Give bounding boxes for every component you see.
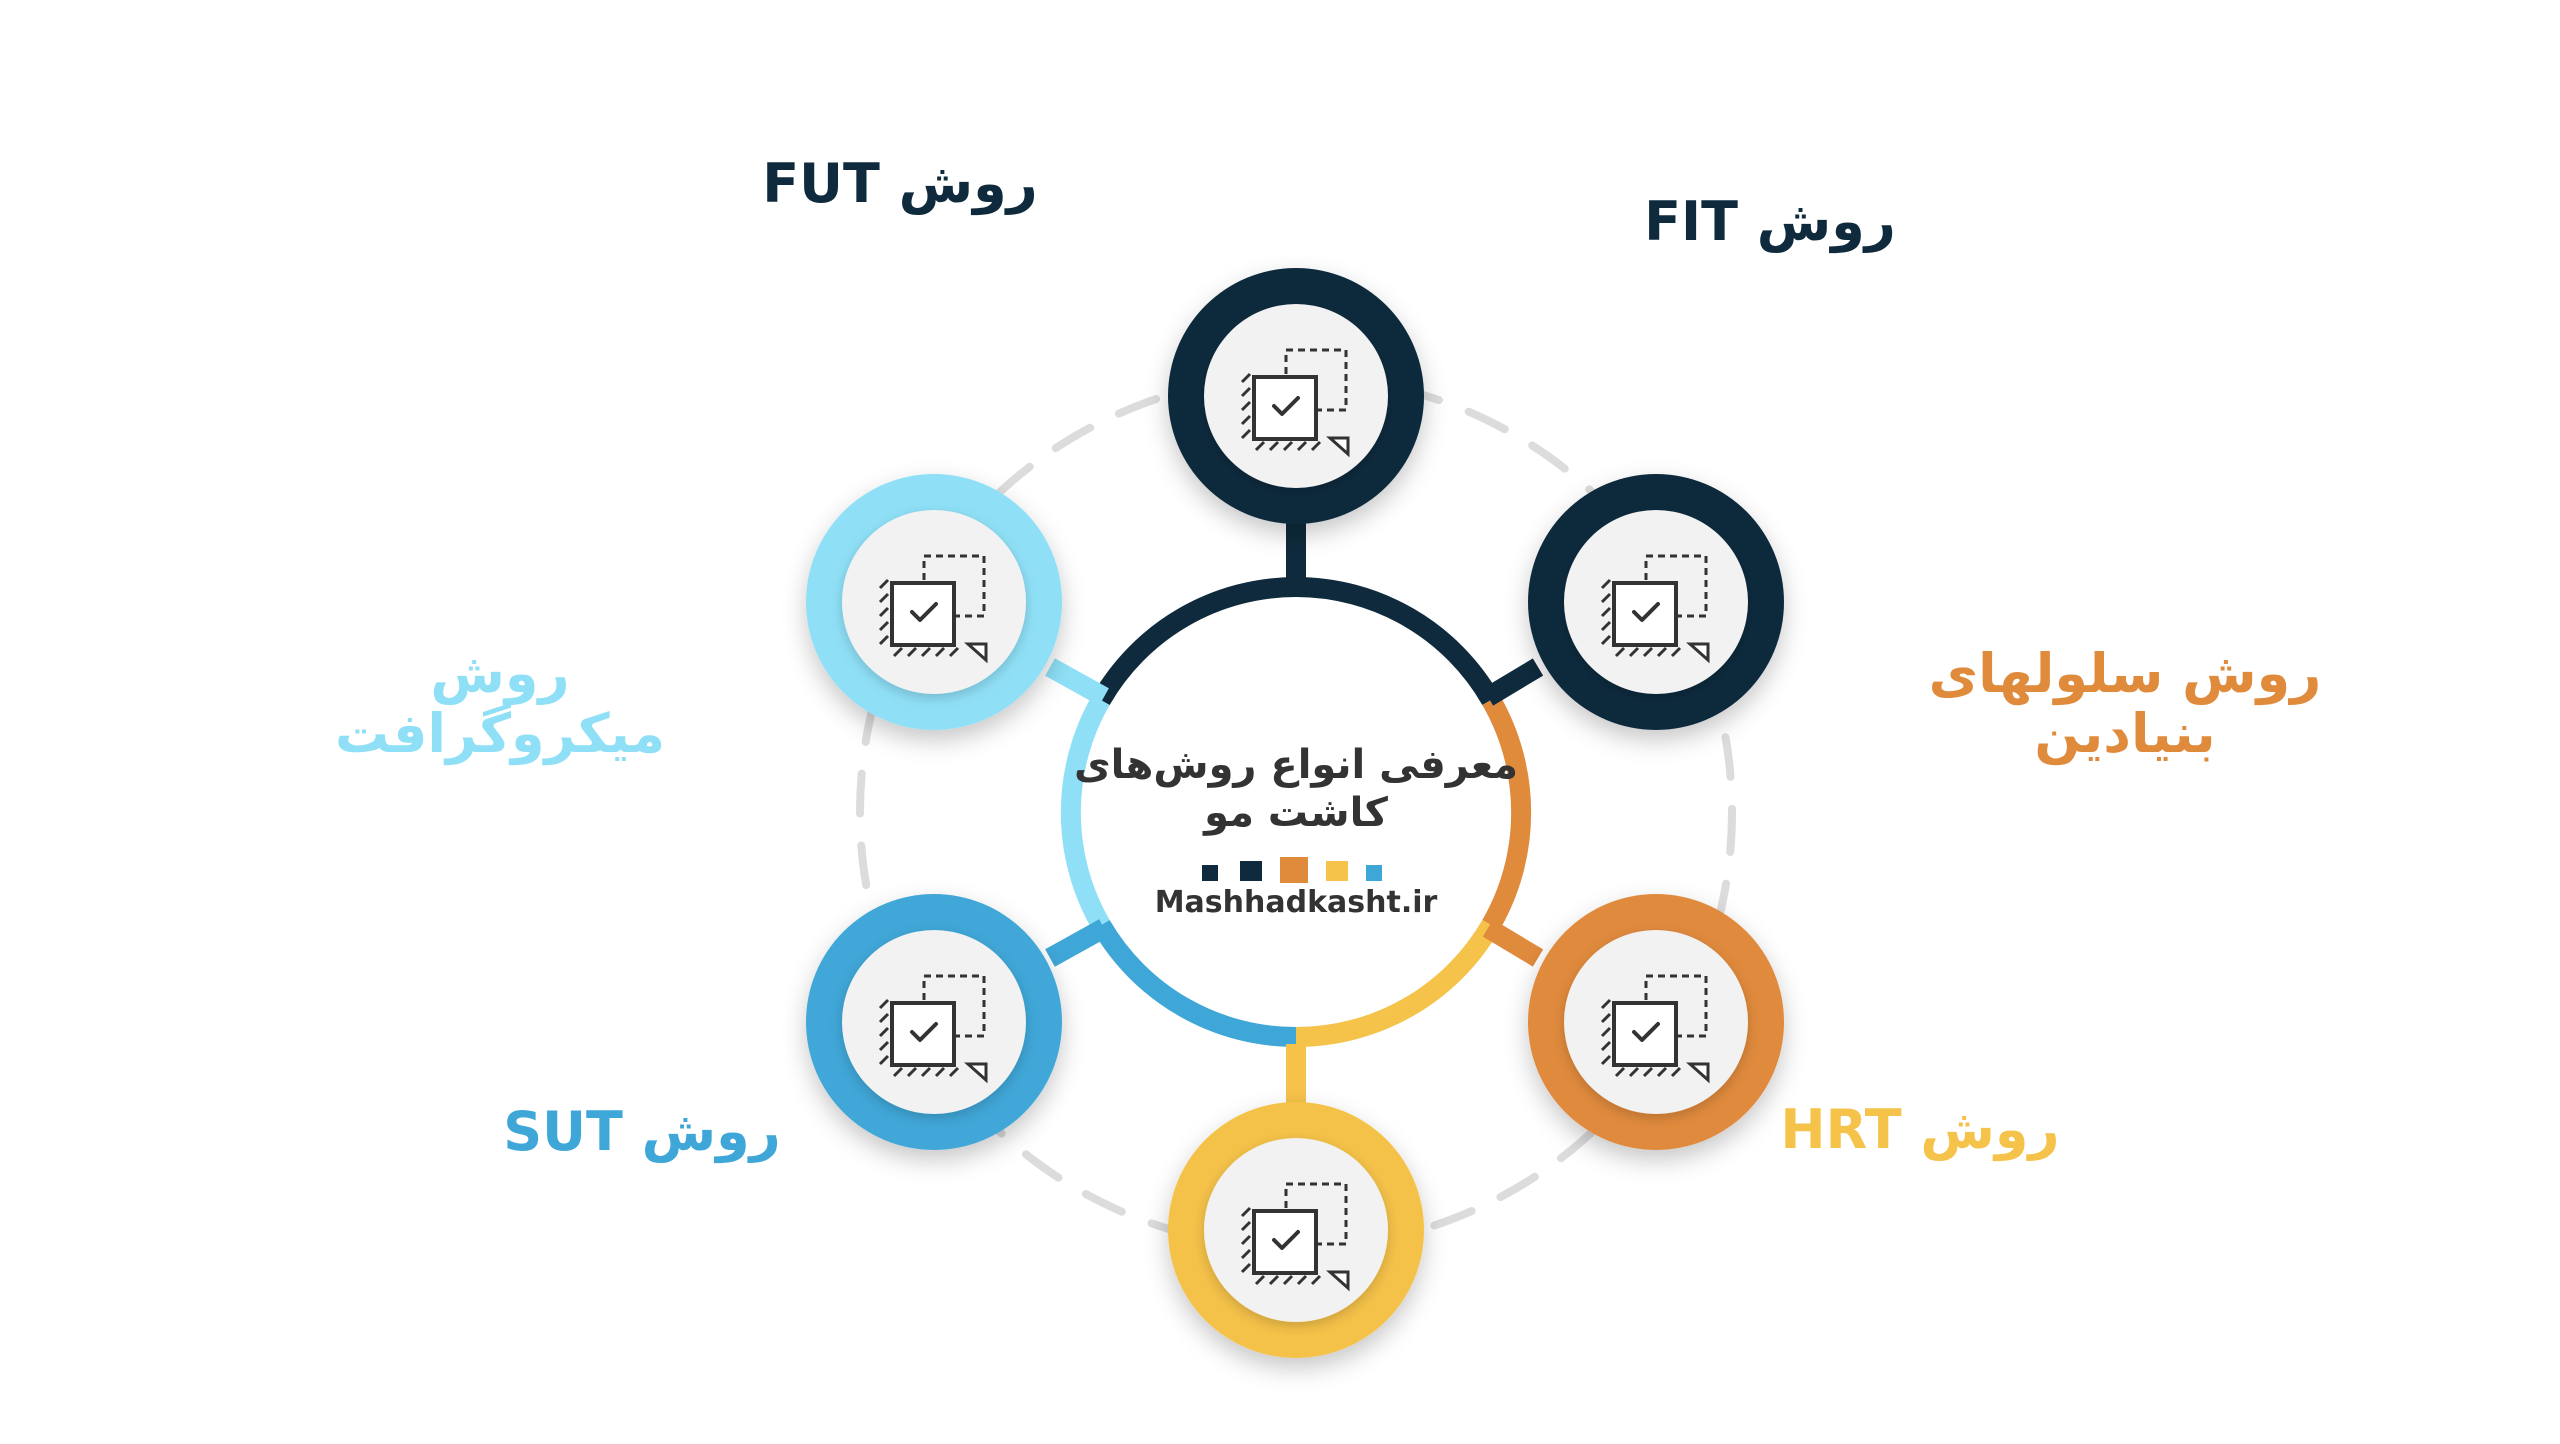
swatch: [1326, 861, 1348, 881]
node-stem-cells[interactable]: [1528, 894, 1784, 1150]
swatch: [1202, 865, 1218, 881]
node-micrograft[interactable]: [806, 474, 1062, 730]
connector-fit: [1482, 658, 1544, 706]
swatch: [1366, 865, 1382, 881]
connector-sut: [1045, 919, 1109, 967]
ring-segment-fut: [1092, 577, 1297, 706]
swatch: [1280, 857, 1308, 883]
label-micrograft-line1: روش: [430, 642, 569, 705]
node-fut[interactable]: [1168, 268, 1424, 524]
label-micrograft-line2: میکروگرافت: [335, 702, 665, 765]
center-title-line2: کاشت مو: [1202, 790, 1388, 836]
center-disc: [1084, 600, 1508, 1024]
ring-segment-sut: [1092, 919, 1297, 1048]
connectors: [1045, 520, 1544, 1110]
swatch: [1240, 861, 1262, 881]
connector-stem: [1482, 919, 1544, 967]
label-sut: روش SUT: [503, 1100, 781, 1163]
label-hrt: روش HRT: [1780, 1098, 2059, 1161]
ring-segment-hrt: [1295, 919, 1500, 1048]
center-title-line1: معرفی انواع روش‌های: [1074, 742, 1518, 788]
ring-segment-micro: [1060, 695, 1110, 930]
node-sut[interactable]: [806, 894, 1062, 1150]
label-fit: روش FIT: [1644, 190, 1896, 253]
node-fit[interactable]: [1528, 474, 1784, 730]
label-stem-line2: بنیادین: [2034, 702, 2215, 765]
node-hrt[interactable]: [1168, 1102, 1424, 1358]
website-url: Mashhadkasht.ir: [1155, 885, 1438, 920]
label-stem-line1: روش سلولهای: [1929, 642, 2322, 705]
ring-segment-fit: [1295, 577, 1500, 706]
label-fut: روش FUT: [762, 152, 1038, 215]
center-ring-segments: [1060, 577, 1532, 1048]
color-swatches: [1202, 857, 1382, 883]
ring-segment-stem: [1482, 695, 1532, 930]
connector-micro: [1045, 658, 1109, 706]
